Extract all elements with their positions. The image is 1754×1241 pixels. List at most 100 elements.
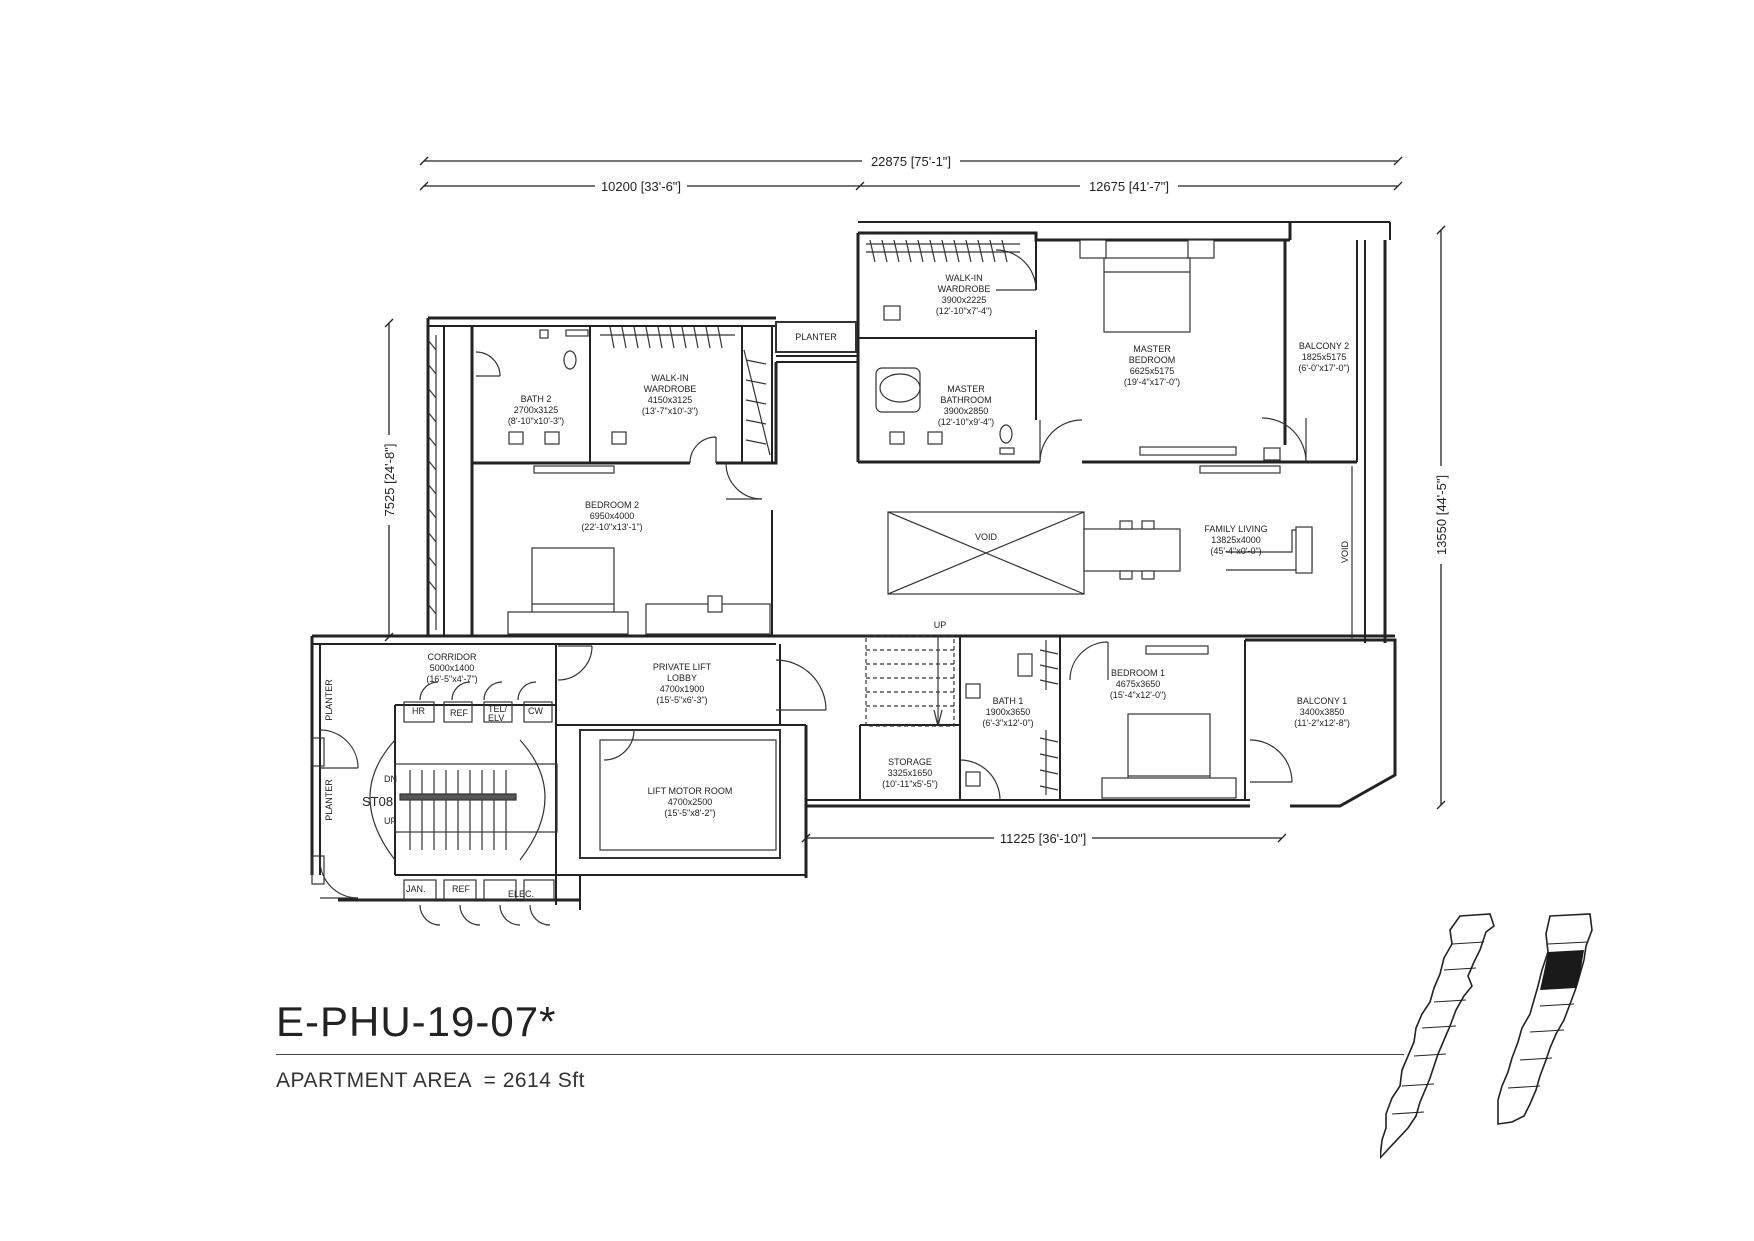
apartment-area-value: 2614 Sft bbox=[502, 1069, 585, 1092]
furniture bbox=[507, 239, 1313, 799]
service-ref-2: REF bbox=[452, 884, 471, 894]
key-plan-unit-highlight bbox=[1540, 950, 1584, 990]
stair-up-label: UP bbox=[934, 620, 947, 630]
svg-text:(45'-4"x0'-0"): (45'-4"x0'-0") bbox=[1210, 546, 1261, 556]
svg-text:(13'-7"x10'-3"): (13'-7"x10'-3") bbox=[642, 406, 698, 416]
svg-text:(10'-11"x5'-5"): (10'-11"x5'-5") bbox=[882, 779, 938, 789]
room-bath-1: BATH 1 1900x3650 (6'-3"x12'-0") bbox=[982, 696, 1033, 728]
svg-text:(15'-5"x6'-3"): (15'-5"x6'-3") bbox=[656, 695, 707, 705]
services bbox=[311, 321, 857, 901]
service-elec: ELEC. bbox=[508, 889, 534, 899]
svg-text:(8'-10"x10'-3"): (8'-10"x10'-3") bbox=[508, 416, 564, 426]
svg-text:BEDROOM 2: BEDROOM 2 bbox=[585, 500, 639, 510]
svg-text:3325x1650: 3325x1650 bbox=[888, 768, 933, 778]
svg-text:(19'-4"x17'-0"): (19'-4"x17'-0") bbox=[1124, 377, 1180, 387]
room-labels: WALK-IN WARDROBE 3900x2225 (12'-10"x7'-4… bbox=[324, 273, 1350, 899]
apartment-area-separator: = bbox=[483, 1069, 497, 1092]
svg-text:1825x5175: 1825x5175 bbox=[1302, 352, 1347, 362]
room-balcony-1: BALCONY 1 3400x3850 (11'-2"x12'-8") bbox=[1294, 696, 1350, 728]
key-plan-tower-right bbox=[1497, 913, 1593, 1125]
room-void-center: VOID bbox=[975, 532, 998, 542]
room-storage: STORAGE 3325x1650 (10'-11"x5'-5") bbox=[882, 757, 938, 789]
room-corridor: CORRIDOR 5000x1400 (16'-5"x4'-7") bbox=[426, 652, 477, 684]
key-plan-tower-left bbox=[1380, 913, 1495, 1160]
svg-text:4700x2500: 4700x2500 bbox=[668, 797, 713, 807]
svg-text:6950x4000: 6950x4000 bbox=[590, 511, 635, 521]
service-jan: JAN. bbox=[406, 884, 426, 894]
svg-text:(6'-3"x12'-0"): (6'-3"x12'-0") bbox=[982, 718, 1033, 728]
walls bbox=[310, 221, 1397, 910]
service-hr: HR bbox=[412, 706, 425, 716]
svg-text:(22'-10"x13'-1"): (22'-10"x13'-1") bbox=[581, 522, 642, 532]
doors bbox=[319, 249, 1307, 926]
svg-text:BATH 1: BATH 1 bbox=[993, 696, 1024, 706]
right-width-dimension: 12675 [41'-7"] bbox=[1089, 179, 1169, 194]
svg-text:(15'-4"x12'-0"): (15'-4"x12'-0") bbox=[1110, 690, 1166, 700]
svg-text:BALCONY 2: BALCONY 2 bbox=[1299, 341, 1349, 351]
room-walkin-wardrobe-2: WALK-IN WARDROBE 4150x3125 (13'-7"x10'-3… bbox=[642, 373, 698, 416]
svg-text:LOBBY: LOBBY bbox=[667, 673, 697, 683]
svg-text:(11'-2"x12'-8"): (11'-2"x12'-8") bbox=[1294, 718, 1350, 728]
room-bath-2: BATH 2 2700x3125 (8'-10"x10'-3") bbox=[508, 394, 564, 426]
service-cw: CW bbox=[528, 706, 543, 716]
service-tel: TEL/ bbox=[488, 704, 508, 714]
room-walkin-wardrobe-master: WALK-IN WARDROBE 3900x2225 (12'-10"x7'-4… bbox=[936, 273, 992, 316]
svg-text:WALK-IN: WALK-IN bbox=[651, 373, 688, 383]
svg-text:3900x2850: 3900x2850 bbox=[944, 406, 989, 416]
svg-text:5000x1400: 5000x1400 bbox=[430, 663, 475, 673]
svg-text:WARDROBE: WARDROBE bbox=[938, 284, 991, 294]
svg-text:4675x3650: 4675x3650 bbox=[1116, 679, 1161, 689]
room-bedroom-2: BEDROOM 2 6950x4000 (22'-10"x13'-1") bbox=[581, 500, 642, 532]
room-master-bathroom: MASTER BATHROOM 3900x2850 (12'-10"x9'-4"… bbox=[938, 384, 994, 427]
service-ref: REF bbox=[450, 708, 469, 718]
left-width-dimension: 10200 [33'-6"] bbox=[601, 179, 681, 194]
svg-text:LIFT MOTOR ROOM: LIFT MOTOR ROOM bbox=[648, 786, 733, 796]
svg-text:4150x3125: 4150x3125 bbox=[648, 395, 693, 405]
svg-text:CORRIDOR: CORRIDOR bbox=[428, 652, 477, 662]
svg-text:(6'-0"x17'-0"): (6'-0"x17'-0") bbox=[1298, 363, 1349, 373]
svg-text:MASTER: MASTER bbox=[947, 384, 985, 394]
svg-text:WALK-IN: WALK-IN bbox=[945, 273, 982, 283]
stair-core-down: DN bbox=[384, 774, 397, 784]
svg-text:3900x2225: 3900x2225 bbox=[942, 295, 987, 305]
room-planter-left-2: PLANTER bbox=[324, 779, 334, 821]
apartment-area: APARTMENT AREA = 2614 Sft bbox=[276, 1069, 1406, 1093]
title-rule bbox=[276, 1054, 1404, 1055]
svg-text:4700x1900: 4700x1900 bbox=[660, 684, 705, 694]
svg-text:2700x3125: 2700x3125 bbox=[514, 405, 559, 415]
room-family-living: FAMILY LIVING 13825x4000 (45'-4"x0'-0") bbox=[1204, 524, 1267, 556]
left-height-dimension: 7525 [24'-8"] bbox=[382, 444, 397, 517]
wardrobe-rails bbox=[600, 239, 1059, 795]
room-planter-left-1: PLANTER bbox=[324, 679, 334, 721]
room-master-bedroom: MASTER BEDROOM 6625x5175 (19'-4"x17'-0") bbox=[1124, 344, 1180, 387]
planter-strip bbox=[427, 335, 437, 630]
stair-core-up: UP bbox=[384, 816, 397, 826]
bottom-width-dimension: 11225 [36'-10"] bbox=[1000, 831, 1086, 846]
room-planter-top: PLANTER bbox=[795, 332, 837, 342]
room-private-lift-lobby: PRIVATE LIFT LOBBY 4700x1900 (15'-5"x6'-… bbox=[653, 662, 712, 705]
svg-text:BATH 2: BATH 2 bbox=[521, 394, 552, 404]
svg-text:BEDROOM 1: BEDROOM 1 bbox=[1111, 668, 1165, 678]
svg-text:WARDROBE: WARDROBE bbox=[644, 384, 697, 394]
overall-width-dimension: 22875 [75'-1"] bbox=[871, 154, 951, 169]
svg-text:PRIVATE LIFT: PRIVATE LIFT bbox=[653, 662, 712, 672]
svg-text:1900x3650: 1900x3650 bbox=[986, 707, 1031, 717]
svg-text:MASTER: MASTER bbox=[1133, 344, 1171, 354]
title-block: E-PHU-19-07* APARTMENT AREA = 2614 Sft bbox=[276, 998, 1406, 1093]
key-plan bbox=[1380, 913, 1593, 1160]
svg-text:(12'-10"x9'-4"): (12'-10"x9'-4") bbox=[938, 417, 994, 427]
svg-text:BALCONY 1: BALCONY 1 bbox=[1297, 696, 1347, 706]
svg-text:13825x4000: 13825x4000 bbox=[1211, 535, 1261, 545]
svg-text:STORAGE: STORAGE bbox=[888, 757, 932, 767]
svg-text:3400x3850: 3400x3850 bbox=[1300, 707, 1345, 717]
svg-text:(15'-5"x8'-2"): (15'-5"x8'-2") bbox=[664, 808, 715, 818]
room-lift-motor-room: LIFT MOTOR ROOM 4700x2500 (15'-5"x8'-2") bbox=[648, 786, 733, 818]
svg-text:BATHROOM: BATHROOM bbox=[940, 395, 991, 405]
right-height-dimension: 13550 [44'-5"] bbox=[1434, 475, 1449, 555]
room-bedroom-1: BEDROOM 1 4675x3650 (15'-4"x12'-0") bbox=[1110, 668, 1166, 700]
stairs bbox=[369, 635, 955, 861]
svg-text:6625x5175: 6625x5175 bbox=[1130, 366, 1175, 376]
svg-text:FAMILY LIVING: FAMILY LIVING bbox=[1204, 524, 1267, 534]
room-balcony-2: BALCONY 2 1825x5175 (6'-0"x17'-0") bbox=[1298, 341, 1349, 373]
